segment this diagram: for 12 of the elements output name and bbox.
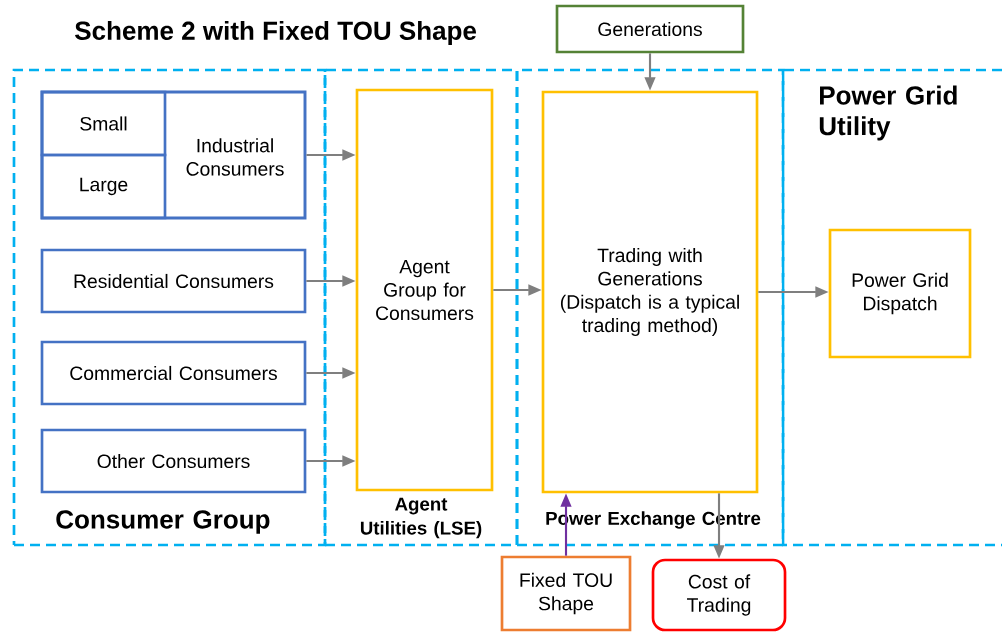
process-box: Fixed TOU Shape: [500, 555, 632, 632]
process-box: Agent Group for Consumers: [355, 88, 494, 492]
process-box: Small: [40, 90, 167, 157]
process-box: Power Grid Dispatch: [828, 228, 972, 359]
process-box: Residential Consumers: [40, 248, 307, 314]
process-box: Generations: [555, 4, 745, 54]
process-box: Large: [40, 153, 167, 220]
result-box: Cost of Trading: [651, 558, 787, 632]
process-box: Other Consumers: [40, 428, 307, 494]
title: Scheme 2 with Fixed TOU Shape: [75, 20, 476, 46]
process-box: Commercial Consumers: [40, 340, 307, 406]
process-box: Trading with Generations (Dispatch is a typical trading method): [541, 90, 759, 494]
